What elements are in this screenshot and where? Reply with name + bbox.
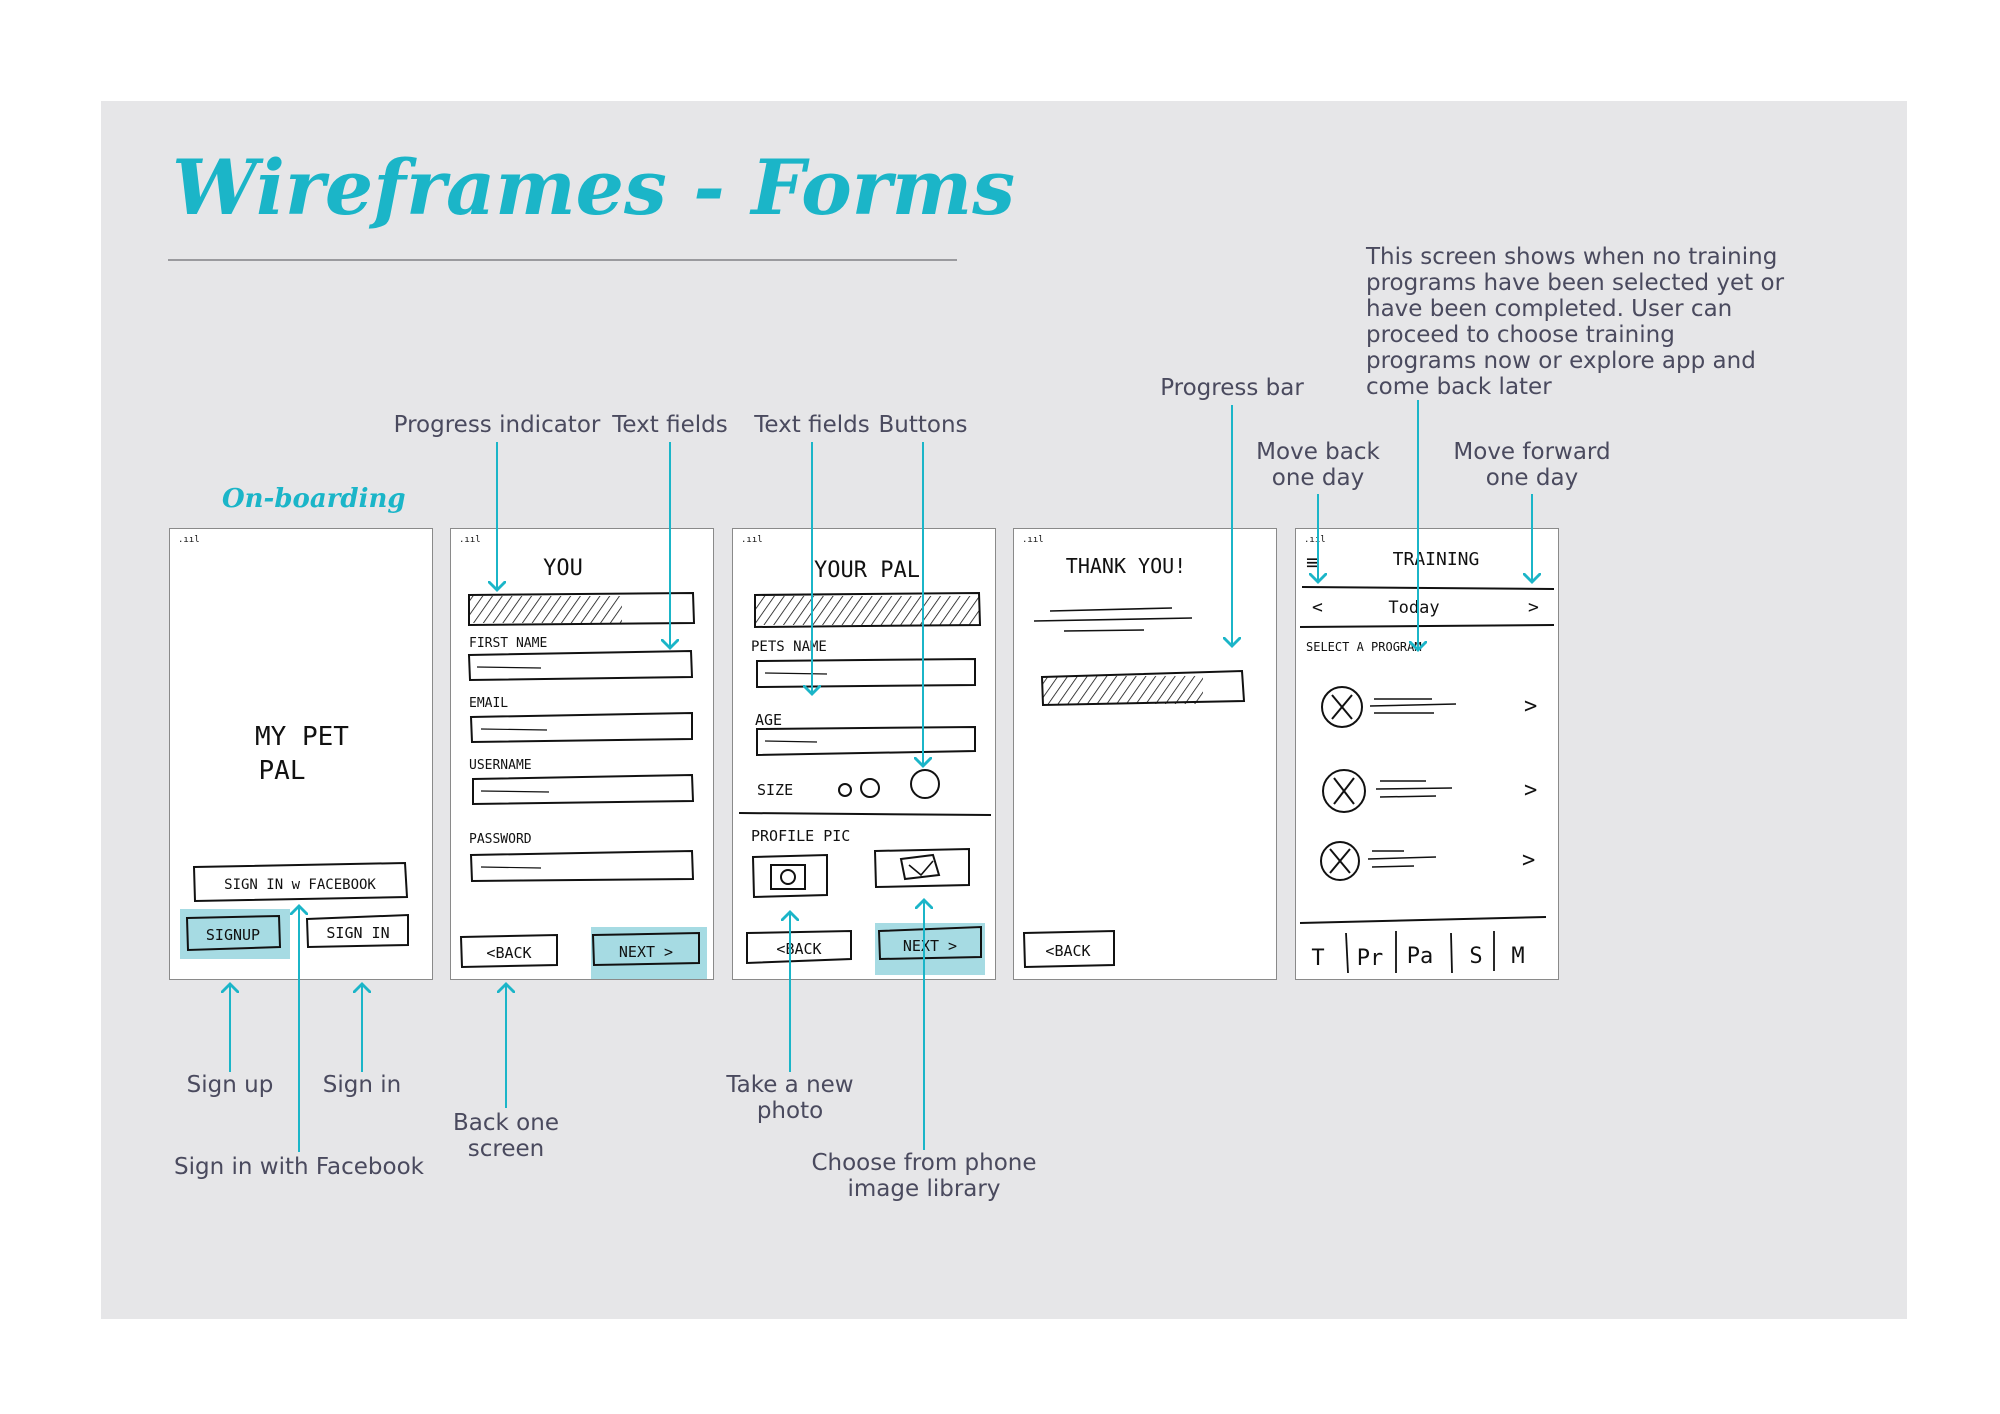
signin-button-label: SIGN IN bbox=[326, 924, 389, 942]
tab-pal[interactable]: Pa bbox=[1407, 944, 1434, 969]
label-password: PASSWORD bbox=[469, 832, 532, 847]
chevron-right-icon: > bbox=[1522, 848, 1535, 873]
heading-your-pal: YOUR PAL bbox=[814, 558, 920, 583]
field-first-name[interactable]: FIRST NAME bbox=[467, 636, 694, 682]
tab-training[interactable]: T bbox=[1311, 946, 1324, 971]
field-pets-name[interactable]: PETS NAME bbox=[751, 639, 976, 689]
progress-indicator bbox=[468, 591, 696, 627]
tab-bar: T Pr Pa S M bbox=[1311, 931, 1525, 974]
note-sign-in: Sign in bbox=[322, 1072, 402, 1098]
next-button[interactable]: NEXT > bbox=[875, 923, 985, 975]
note-progress-bar: Progress bar bbox=[1160, 375, 1304, 401]
note-text-fields-2: Text fields bbox=[754, 412, 870, 438]
label-pets-name: PETS NAME bbox=[751, 639, 827, 655]
signup-button[interactable]: SIGNUP bbox=[180, 909, 290, 959]
section-select-program: SELECT A PROGRAM bbox=[1306, 640, 1422, 654]
note-move-back: Move back one day bbox=[1256, 439, 1380, 491]
program-x-icon bbox=[1322, 769, 1366, 813]
note-no-program: This screen shows when no training progr… bbox=[1366, 244, 1785, 400]
program-row[interactable]: > bbox=[1321, 686, 1537, 728]
label-email: EMAIL bbox=[469, 696, 508, 711]
label-size: SIZE bbox=[757, 781, 793, 799]
size-medium-option[interactable] bbox=[860, 778, 880, 798]
program-x-icon bbox=[1321, 686, 1363, 728]
screen-welcome: .ııl MY PET PAL SIGN IN w FACEBOOK SIGNU… bbox=[169, 528, 433, 980]
signal-icon: .ııl bbox=[1022, 535, 1044, 545]
signup-button-label: SIGNUP bbox=[206, 926, 260, 944]
back-button-label: <BACK bbox=[1045, 942, 1090, 960]
title-divider bbox=[168, 259, 957, 261]
facebook-signin-button[interactable]: SIGN IN w FACEBOOK bbox=[192, 861, 409, 903]
back-button[interactable]: <BACK bbox=[459, 933, 558, 969]
screen-you: .ııl YOU FIRST NAME EMAIL USERNAME bbox=[450, 528, 714, 980]
current-day-label: Today bbox=[1388, 598, 1439, 618]
note-back-one-screen: Back one screen bbox=[453, 1110, 559, 1162]
back-button-label: <BACK bbox=[776, 940, 821, 958]
app-name-line2: PAL bbox=[259, 756, 306, 786]
tab-programs[interactable]: Pr bbox=[1357, 946, 1384, 971]
signin-button[interactable]: SIGN IN bbox=[305, 913, 409, 949]
note-take-photo: Take a new photo bbox=[726, 1072, 854, 1124]
prev-day-button[interactable]: < bbox=[1312, 597, 1323, 618]
signal-icon: .ııl bbox=[741, 535, 763, 545]
section-subtitle: On-boarding bbox=[222, 484, 406, 514]
tab-m[interactable]: M bbox=[1511, 944, 1524, 969]
note-choose-library: Choose from phone image library bbox=[811, 1150, 1037, 1202]
size-large-option[interactable] bbox=[910, 769, 940, 799]
size-small-option[interactable] bbox=[838, 783, 852, 797]
back-button[interactable]: <BACK bbox=[1022, 929, 1115, 969]
next-day-button[interactable]: > bbox=[1528, 597, 1539, 618]
camera-button[interactable] bbox=[751, 853, 828, 899]
program-row[interactable]: > bbox=[1320, 841, 1535, 881]
signal-icon: .ııl bbox=[178, 535, 200, 545]
camera-icon bbox=[770, 864, 806, 890]
heading-thank-you: THANK YOU! bbox=[1066, 554, 1186, 578]
screen-your-pal: .ııl YOUR PAL PETS NAME AGE SIZE bbox=[732, 528, 996, 980]
note-buttons: Buttons bbox=[878, 412, 968, 438]
gallery-icon bbox=[899, 853, 941, 881]
tab-s[interactable]: S bbox=[1469, 944, 1482, 969]
chevron-right-icon: > bbox=[1524, 778, 1537, 803]
app-name-line1: MY PET bbox=[255, 722, 349, 752]
screen-training: .ııl ≡ TRAINING < Today > SELECT A PROGR… bbox=[1295, 528, 1559, 980]
menu-icon[interactable]: ≡ bbox=[1306, 550, 1318, 574]
note-sign-in-facebook: Sign in with Facebook bbox=[174, 1154, 424, 1180]
note-sign-up: Sign up bbox=[186, 1072, 274, 1098]
next-button-label: NEXT > bbox=[903, 937, 957, 955]
image-library-button[interactable] bbox=[873, 847, 970, 889]
note-move-forward: Move forward one day bbox=[1453, 439, 1611, 491]
progress-bar bbox=[1040, 669, 1246, 707]
heading-you: YOU bbox=[543, 556, 583, 581]
message-lines bbox=[1033, 607, 1193, 632]
field-username[interactable]: USERNAME bbox=[469, 758, 695, 806]
signal-icon: .ııl bbox=[459, 535, 481, 545]
label-age: AGE bbox=[755, 711, 782, 729]
label-profile-pic: PROFILE PIC bbox=[751, 827, 850, 845]
progress-indicator bbox=[754, 591, 982, 629]
back-button[interactable]: <BACK bbox=[746, 929, 852, 965]
size-selector[interactable]: SIZE bbox=[757, 769, 940, 799]
note-progress-indicator: Progress indicator bbox=[393, 412, 601, 438]
signal-icon: .ııl bbox=[1304, 535, 1326, 545]
field-email[interactable]: EMAIL bbox=[469, 696, 693, 744]
chevron-right-icon: > bbox=[1524, 694, 1537, 719]
back-button-label: <BACK bbox=[486, 944, 531, 962]
field-age[interactable]: AGE bbox=[755, 711, 976, 757]
program-row[interactable]: > bbox=[1322, 769, 1537, 813]
program-x-icon bbox=[1320, 841, 1360, 881]
field-password[interactable]: PASSWORD bbox=[469, 832, 695, 883]
facebook-button-label: SIGN IN w FACEBOOK bbox=[224, 877, 376, 893]
screen-thank-you: .ııl THANK YOU! <BACK bbox=[1013, 528, 1277, 980]
heading-training: TRAINING bbox=[1393, 549, 1480, 570]
next-button[interactable]: NEXT > bbox=[591, 927, 707, 979]
page-title: Wireframes - Forms bbox=[172, 143, 1016, 232]
note-text-fields-1: Text fields bbox=[612, 412, 728, 438]
label-first-name: FIRST NAME bbox=[469, 636, 547, 651]
next-button-label: NEXT > bbox=[619, 943, 673, 961]
label-username: USERNAME bbox=[469, 758, 532, 773]
